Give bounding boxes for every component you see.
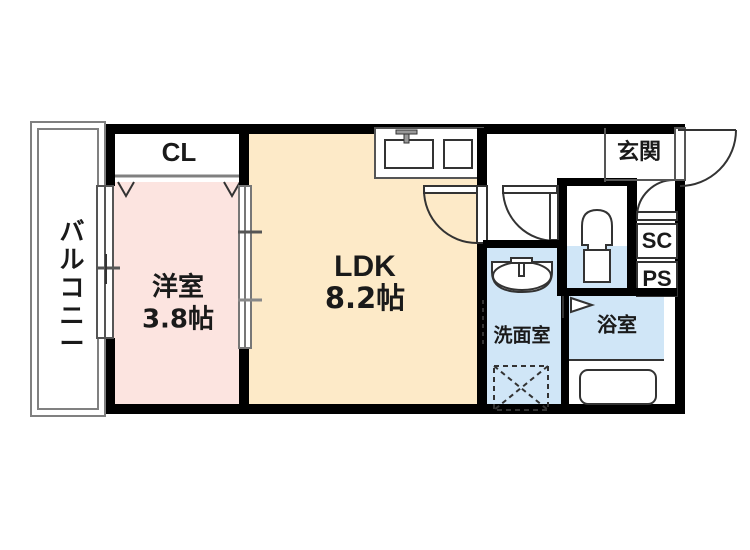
bedroom-fill	[113, 182, 245, 412]
shoe-closet-door-leaf	[636, 211, 678, 221]
exterior-wall-left-upper	[105, 124, 115, 186]
balcony-label-group: バ ル コ ニ ー	[59, 217, 84, 358]
washing-machine-space-icon	[493, 365, 549, 411]
ldk-door-swing-arc	[423, 189, 478, 244]
closet-folding-door-left	[117, 181, 135, 199]
toilet-wall-left	[557, 178, 567, 296]
exterior-wall-right	[675, 124, 685, 414]
ldk-label: LDK	[334, 250, 396, 283]
balcony-label-char-0: バ	[59, 217, 84, 246]
partition-ldk-hall-lower	[477, 243, 487, 414]
entry-door-swing-arc	[679, 129, 737, 187]
closet-folding-door-right	[223, 181, 241, 199]
toilet-door-frame	[549, 185, 559, 241]
toilet-tank-icon	[583, 249, 611, 283]
entrance-label: 玄関	[617, 139, 661, 165]
washroom-wall-top	[483, 240, 563, 248]
kitchen-sink-icon	[384, 139, 434, 169]
balcony-label-char-2: コ	[59, 273, 84, 302]
ldk-door-leaf	[423, 185, 478, 194]
toilet-wall-right	[627, 178, 637, 296]
bedroom-label: 洋室	[152, 272, 204, 303]
balcony-label-char-1: ル	[59, 245, 84, 274]
bathroom-door-marker	[570, 296, 596, 314]
partition-bedroom-ldk-lower	[239, 348, 249, 414]
bathtub-icon	[579, 369, 657, 405]
toilet-bowl-icon	[581, 208, 613, 251]
partition-washroom-bathroom	[561, 292, 569, 414]
balcony-fill	[31, 124, 97, 414]
kitchen-faucet-spout-icon	[395, 129, 418, 135]
washing-machine-x-1	[493, 365, 549, 411]
kitchen-stove-icon	[443, 139, 473, 169]
bedroom-area-label: 3.8帖	[142, 305, 214, 335]
bathroom-label: 浴室	[597, 313, 637, 337]
balcony-label-char-4: ー	[59, 329, 84, 358]
toilet-door-leaf	[502, 185, 558, 194]
partition-ldk-hall-upper	[477, 128, 487, 186]
shoe-closet-box	[636, 223, 678, 259]
washbasin-faucet-spout-icon	[510, 257, 533, 264]
ldk-door-frame	[476, 185, 488, 244]
toilet-wall-top	[557, 178, 637, 186]
shoe-closet-label: SC	[642, 228, 673, 253]
closet-label: CL	[162, 137, 197, 167]
partition-bedroom-ldk-upper	[239, 124, 249, 186]
balcony-label-char-3: ニ	[59, 301, 84, 330]
pipe-space-label: PS	[642, 266, 671, 291]
exterior-wall-bottom	[105, 404, 685, 414]
exterior-wall-left-lower	[105, 338, 115, 414]
bathroom-wall-top	[561, 288, 677, 296]
washroom-label: 洗面室	[493, 324, 550, 347]
washing-machine-x-2	[493, 365, 549, 411]
entry-door-frame	[674, 127, 686, 181]
ldk-area-label: 8.2帖	[325, 281, 405, 315]
